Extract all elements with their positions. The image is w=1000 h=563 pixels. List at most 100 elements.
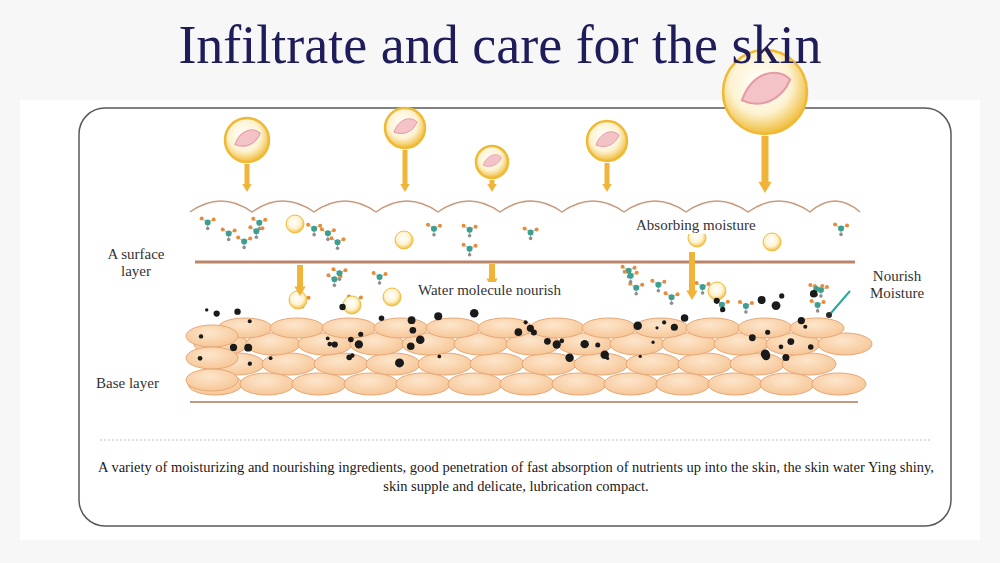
atom [200,217,204,221]
nutrient-dot [720,307,725,312]
nutrient-dot [248,319,252,323]
small-bubble [289,291,307,309]
atom [205,220,211,226]
nutrient-dot [437,355,441,359]
nutrient-dot [808,344,814,350]
skin-cell [270,318,324,338]
water-molecule [200,217,216,231]
nutrient-dot [580,340,588,348]
skin-cell [186,325,238,347]
water-molecule [833,222,849,236]
ingredient-bubble [225,118,269,162]
skin-cell [500,373,554,395]
atom [236,236,240,240]
skin-cell [240,373,294,395]
nutrient-dot [651,341,654,344]
nutrient-dot [810,290,818,298]
skin-cell [686,318,740,338]
small-bubble [383,288,401,306]
atom [650,279,654,283]
nutrient-dot [416,336,425,345]
atom [255,235,259,239]
nutrient-dot [782,354,789,361]
nutrient-dot [358,332,363,337]
nutrient-dot [655,326,658,329]
ingredient-leaf [596,132,619,147]
atom [377,274,383,280]
atom [701,291,705,295]
atom [331,267,335,271]
skin-cell [530,318,584,338]
atom [743,303,749,309]
atom [431,226,437,232]
atom [331,276,337,282]
atom [474,225,478,229]
diagram-frame [79,108,951,526]
base-boundary [190,401,858,403]
nutrient-dot [244,344,252,352]
atom [750,301,754,305]
water-molecule [462,243,478,257]
water-molecule [426,223,442,237]
down-arrow [242,164,252,192]
water-molecule [330,236,346,250]
leader-line [831,291,850,313]
small-bubble [286,215,304,233]
ingredient-leaf [483,155,501,167]
skin-cell [448,373,502,395]
panel-ground [20,100,980,540]
nutrient-dots [198,290,818,367]
skin-cell [478,318,532,338]
skin-cell [604,373,658,395]
atom [657,289,661,293]
atom [726,300,730,304]
atom [633,285,639,291]
atom [825,285,829,289]
water-molecule [306,223,322,237]
skin-cell [812,373,866,395]
atom [338,277,342,281]
skin-cell [760,373,814,395]
skin-cell [418,353,472,375]
atom [676,292,680,296]
skin-cell [782,353,836,375]
atom [664,291,668,295]
water-molecule [372,271,388,285]
atom [462,243,466,247]
skin-cells [186,318,872,395]
atom [226,231,232,237]
atom [263,218,267,222]
atom [227,238,231,242]
atom [248,225,252,229]
nutrient-dot [214,310,220,316]
surface-boundary [195,261,855,264]
water-molecule [664,291,680,305]
nutrient-dot [234,309,240,315]
caption-text: A variety of moisturizing and nourishing… [98,458,934,496]
water-molecules [200,215,849,314]
penetration-arrows [242,136,771,300]
atom [819,294,823,298]
atom [330,236,334,240]
atom [333,284,337,288]
atom [335,239,341,245]
nutrient-dot [639,355,642,358]
atom [336,246,340,250]
atom [342,237,346,241]
skin-cell [522,353,576,375]
atom [535,227,539,231]
atom [336,270,342,276]
skin-cell [186,369,238,391]
nutrient-dot [339,304,345,310]
atom [719,302,725,308]
atom [326,273,330,277]
nutrient-dot [395,358,404,367]
atom [248,237,252,241]
nutrient-dot [531,329,537,335]
layer-label: Water molecule nourish [416,282,563,299]
ingredient-leaf [235,130,260,146]
down-arrow [758,136,771,193]
nutrient-dot [198,356,203,361]
atom [700,284,706,290]
nutrient-dot [524,320,528,324]
